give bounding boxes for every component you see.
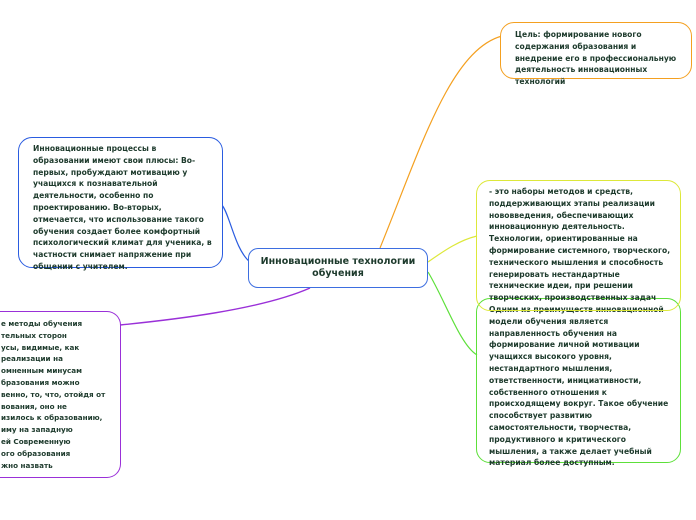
link-tech bbox=[427, 235, 478, 263]
node-innovation-pluses[interactable]: Инновационные процессы в образовании име… bbox=[18, 137, 223, 271]
node-methods-text: е методы обучения тельных сторон усы, ви… bbox=[1, 319, 106, 470]
node-technologies[interactable]: - это наборы методов и средств, поддержи… bbox=[476, 180, 681, 311]
link-bottom bbox=[119, 287, 311, 326]
link-left bbox=[221, 204, 251, 263]
link-advantage bbox=[427, 271, 478, 356]
central-topic[interactable]: Инновационные технологии обучения bbox=[248, 248, 428, 288]
node-goal[interactable]: Цель: формирование нового содержания обр… bbox=[500, 22, 692, 86]
central-topic-title: Инновационные технологии обучения bbox=[260, 256, 416, 279]
node-methods[interactable]: е методы обучения тельных сторон усы, ви… bbox=[0, 311, 121, 478]
link-goal bbox=[379, 35, 503, 249]
node-advantage[interactable]: Одним из преимуществ инновационной модел… bbox=[476, 298, 681, 467]
